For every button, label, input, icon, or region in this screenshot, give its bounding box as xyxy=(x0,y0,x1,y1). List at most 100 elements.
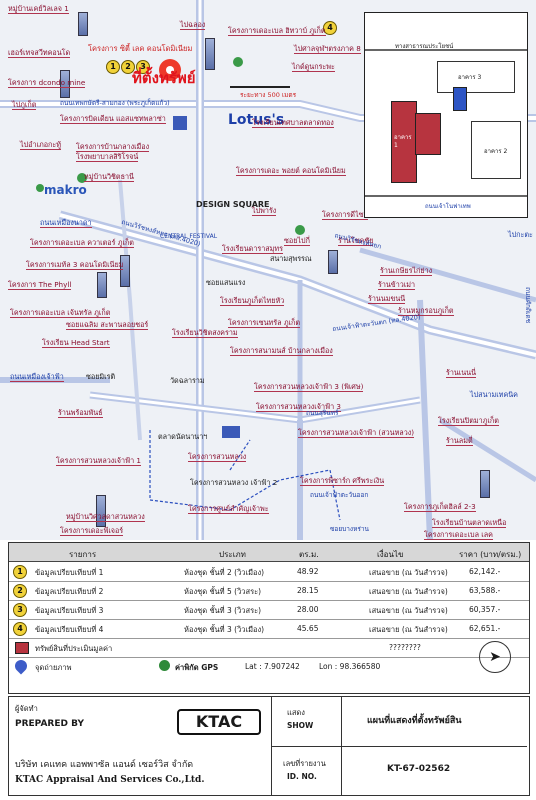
label-left-20: หมู่บ้านวิศวลดาสวนหลวง xyxy=(66,512,145,522)
prepared-en: PREPARED BY xyxy=(15,719,84,729)
label-center-14: โครงการสวนหลวงเจ้าฟ้า 3 xyxy=(256,402,341,412)
label-right-20: โรงเรียนบ้านตลาดเหนือ xyxy=(432,518,507,528)
label-right-18: ร้านลมตี่ xyxy=(446,436,473,446)
label-right-6: ไปพารัง xyxy=(252,206,277,216)
gps-icon xyxy=(159,660,170,671)
show-en: SHOW xyxy=(287,721,314,730)
building-icon xyxy=(60,70,70,98)
table-row: 4 ข้อมูลเปรียบเทียบที่ 4 ห้องชุด ชั้นที่… xyxy=(9,619,529,639)
label-right-9: ร้านโชคชัย xyxy=(338,236,374,246)
subject-label: ทรัพย์สินที่ประเมินมูลค่า xyxy=(35,644,113,653)
label-right-19: โครงการภูเก็ตฮิลล์ 2-3 xyxy=(404,502,476,512)
row-type: ห้องชุด ชั้นที่ 5 (วิวสระ) xyxy=(184,587,262,596)
road-label-4: ถนนสุรินทร์ xyxy=(306,409,339,417)
inset-building-3: อาคาร 3 xyxy=(437,61,515,93)
label-left-7: โรงพยาบาลสิริโรจน์ xyxy=(76,152,139,162)
marker-2-icon: 2 xyxy=(121,60,135,74)
row-item: ข้อมูลเปรียบเทียบที่ 1 xyxy=(35,568,104,577)
row-cond: เสนอขาย (ณ วันสำรวจ) xyxy=(369,587,448,596)
label-center-20: โครงการสวนหลวงเจ้าฟ้า (สวนหลวง) xyxy=(298,428,415,438)
label-center-10: โครงการสนามนส์ บ้านกลางเมือง xyxy=(230,346,333,356)
prepared-by-cell: ผู้จัดทำ PREPARED BY KTAC บริษัท เคแทค แ… xyxy=(9,697,272,795)
row-area: 28.15 xyxy=(297,586,319,595)
label-center-15: ตลาดนัดนานาฯ xyxy=(158,432,208,441)
col-type-header: ประเภท xyxy=(219,550,246,559)
inset-building-1: อาคาร 1 xyxy=(391,101,417,183)
label-left-19: โครงการสวนหลวงเจ้าฟ้า 1 xyxy=(56,456,141,466)
road-label-7: ซอยบางหร่าน xyxy=(330,525,369,533)
photo-label: จุดถ่ายภาพ xyxy=(35,663,72,672)
label-center-16: โครงการสวนหลวง เจ้าฟ้า 2 xyxy=(190,478,278,487)
label-center-13: โครงการสวนหลวงเจ้าฟ้า 3 (พิเศษ) xyxy=(254,382,364,392)
label-center-19: โครงการศูนย์สำคัญเจ้าพะ xyxy=(188,504,269,514)
gps-lat: Lat : 7.907242 xyxy=(245,662,300,671)
building-icon xyxy=(97,272,107,298)
table-row-photo: จุดถ่ายภาพ ค่าพิกัด GPS Lat : 7.907242 L… xyxy=(9,657,529,676)
table-row-subject: ทรัพย์สินที่ประเมินมูลค่า ???????? xyxy=(9,638,529,658)
building-icon xyxy=(480,470,490,498)
label-left-5: ไปอำเภอกะทู้ xyxy=(20,140,61,150)
north-arrow-icon: ➤ xyxy=(479,641,511,673)
label-right-8: ซอยไปกี่ xyxy=(284,236,310,246)
inset-blue-block xyxy=(453,87,467,111)
label-center-5: สนามสุพรรณ xyxy=(270,254,312,263)
subject-location-title: ที่ตั้งทรัพย์ xyxy=(132,69,196,87)
label-center-7: โรงเรียนภูเก็ตไทยหัว xyxy=(220,296,285,306)
label-right-3: ไกด์ดูนกระพะ xyxy=(292,62,335,72)
label-left-13: โครงการ The Phyll xyxy=(8,280,72,290)
comparison-table: รายการ ประเภท ตร.ม. เงื่อนไข ราคา (บาท/ต… xyxy=(8,542,530,694)
row-item: ข้อมูลเปรียบเทียบที่ 3 xyxy=(35,606,104,615)
label-left-18: ร้านพร้อมพันธ์ xyxy=(58,408,103,418)
label-left-1: เฮอร์เทจสวีทคอนโด xyxy=(8,48,71,58)
building-icon xyxy=(96,495,106,527)
camera-point-icon xyxy=(12,657,30,675)
marker-3-icon: 3 xyxy=(136,60,150,74)
row-price: 63,588.- xyxy=(469,586,501,595)
label-left-12: โครงการเมท้ล 3 คอนโดมิเนียม xyxy=(26,260,124,270)
label-center-12: วัดฉลาราม xyxy=(170,376,205,385)
central-festival-logo: CENTRAL FESTIVAL xyxy=(160,233,218,240)
subject-value: ???????? xyxy=(389,643,421,652)
row-price: 62,142.- xyxy=(469,567,501,576)
label-right-21: โครงการเดอะเบล เลค xyxy=(424,530,493,540)
row-item: ข้อมูลเปรียบเทียบที่ 4 xyxy=(35,625,104,634)
label-right-17: โรงเรียนปิตมาภูเก็ต xyxy=(438,416,499,426)
label-left-3: ไปภูเก็ต xyxy=(12,100,37,110)
inset-road-line xyxy=(365,49,527,51)
label-left-2: โครงการ dcondo mine xyxy=(8,78,86,88)
label-right-15: ไปสนามเทคนิค xyxy=(470,390,518,399)
makro-logo: makro xyxy=(44,183,87,197)
inset-building-2-label: อาคาร 2 xyxy=(484,148,508,155)
label-right-5: โครงการเดอะ พอยต์ คอนโดมิเนียม xyxy=(236,166,346,176)
map-roads-layer xyxy=(0,0,536,540)
project-label-citylake: โครงการ ซิตี้ เลค คอนโดมิเนียม xyxy=(88,44,193,53)
label-left-14: โครงการเดอะเบล เจ้นทรัล ภูเก็ต xyxy=(10,308,111,318)
label-right-4: โรงเรียนเทศบาลตลาดทอง xyxy=(252,118,334,128)
col-price-header: ราคา (บาท/ตรม.) xyxy=(459,550,522,559)
design-square-logo: DESIGN SQUARE xyxy=(196,200,270,209)
label-left-11: โครงการเดอะเบล ควาเตอร์ ภูเก็ต xyxy=(30,238,134,248)
marker-4-icon: 4 xyxy=(13,622,27,636)
table-row: 2 ข้อมูลเปรียบเทียบที่ 2 ห้องชุด ชั้นที่… xyxy=(9,581,529,601)
label-right-11: ร้านข้าวเม่า xyxy=(378,280,416,290)
label-right-0: ไปฉลอง xyxy=(180,20,206,30)
row-price: 62,651.- xyxy=(469,624,501,633)
divider xyxy=(341,746,342,795)
inset-bottom-road-label: ถนนเจ้าโนฟาเทพ xyxy=(425,203,471,210)
col-item-header: รายการ xyxy=(69,550,97,559)
marker-3-icon: 3 xyxy=(13,603,27,617)
building-icon xyxy=(205,38,215,70)
show-value: แผนที่แสดงที่ตั้งทรัพย์สิน xyxy=(367,716,462,726)
road-label-0: ถนนเทพกษัตรี-สามกอง (พระภูเก็ตแก้ว) xyxy=(60,99,170,107)
col-cond-header: เงื่อนไข xyxy=(377,550,404,559)
label-right-1: โครงการเดอะเบล ฮิทวาบ์ ภูเก็ต xyxy=(228,26,326,36)
company-th: บริษัท เคแทค แอพพาซัล แอนด์ เซอร์วิส จำก… xyxy=(15,760,194,770)
show-cell: แสดง SHOW แผนที่แสดงที่ตั้งทรัพย์สิน xyxy=(271,697,527,747)
row-cond: เสนอขาย (ณ วันสำรวจ) xyxy=(369,606,448,615)
company-en: KTAC Appraisal And Services Co.,Ltd. xyxy=(15,775,205,785)
table-header: รายการ ประเภท ตร.ม. เงื่อนไข ราคา (บาท/ต… xyxy=(9,543,529,562)
id-th: เลขที่รายงาน xyxy=(283,759,326,768)
label-center-9: โครงการเซนทรัล ภูเก็ต xyxy=(228,318,301,328)
label-center-17: โครงการสวนหลวง xyxy=(188,452,247,462)
